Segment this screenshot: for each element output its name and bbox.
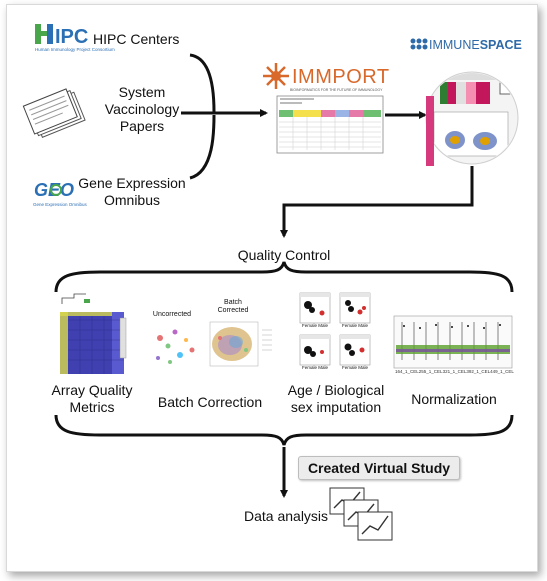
immport-logo: IMMPORT BIOINFORMATICS FOR THE FUTURE OF…	[263, 63, 390, 92]
array-quality-line-1: Array Quality	[51, 382, 133, 398]
batch-corrected-line-2: Corrected	[217, 307, 249, 315]
immport-spreadsheet	[276, 95, 384, 154]
norm-tick-2: 255_1_CEL	[418, 369, 443, 374]
hipc-logo: IPC Human Immunology Project Consortium	[35, 24, 115, 52]
norm-tick-5: 449_1_CEL	[490, 369, 514, 374]
normalization-label: Normalization	[411, 391, 497, 407]
immport-logo-text: IMMPORT	[292, 66, 390, 88]
qc-bottom-brace	[54, 414, 514, 446]
data-analysis-label: Data analysis	[244, 508, 329, 524]
sex-panel-4	[339, 334, 371, 366]
qc-top-brace	[54, 261, 514, 293]
batch-corrected-label: Batch Corrected	[208, 299, 258, 316]
geo-label-line-1: Gene Expression	[78, 175, 186, 191]
sex-panel-3	[299, 334, 331, 366]
geo-logo-subtitle: Gene Expression Omnibus	[33, 202, 88, 207]
immunespace-to-qc-arrow	[280, 166, 474, 238]
sex-panel-2	[339, 292, 371, 324]
hipc-logo-subtitle: Human Immunology Project Consortium	[35, 47, 115, 52]
batch-correction-label: Batch Correction	[157, 394, 263, 410]
quality-control-label: Quality Control	[237, 247, 331, 263]
norm-tick-4: 392_1_CEL	[466, 369, 491, 374]
papers-label: System Vaccinology Papers	[92, 84, 192, 134]
array-quality-label: Array Quality Metrics	[44, 382, 140, 416]
papers-label-line-3: Papers	[119, 117, 165, 134]
normalization-plot	[393, 315, 513, 369]
normalization-tick-labels: 164_1_CEL 255_1_CEL 321_1_CEL 392_1_CEL …	[395, 369, 514, 374]
source-merge-arrows	[181, 53, 268, 180]
norm-tick-1: 164_1_CEL	[395, 369, 419, 374]
papers-label-line-1: System	[118, 84, 166, 100]
hipc-logo-text: IPC	[55, 26, 88, 48]
papers-icon	[22, 88, 86, 138]
sex-axis-label-1: Female Male	[302, 323, 329, 328]
batch-corrected-plot	[209, 321, 272, 367]
immunespace-logo-text: IMMUNESPACE	[429, 38, 522, 52]
age-sex-line-2: sex imputation	[290, 398, 382, 415]
papers-label-line-2: Vaccinology	[104, 100, 180, 117]
batch-uncorrected-label: Uncorrected	[152, 311, 192, 318]
data-analysis-charts-icon	[329, 487, 393, 541]
sex-imputation-plots	[299, 292, 371, 366]
immunespace-screenshot	[425, 71, 519, 166]
sex-panel-1	[299, 292, 331, 324]
batch-corrected-line-1: Batch	[224, 299, 242, 306]
sex-axis-label-4: Female Male	[342, 365, 369, 370]
sex-axis-label-2: Female Male	[342, 323, 369, 328]
immunespace-logo: IMMUNESPACE	[410, 38, 522, 52]
created-virtual-study-badge: Created Virtual Study	[298, 456, 460, 480]
geo-logo-text: GEO	[34, 180, 74, 200]
geo-label-line-2: Omnibus	[103, 191, 161, 208]
array-quality-line-2: Metrics	[69, 398, 115, 415]
age-sex-label: Age / Biological sex imputation	[277, 382, 395, 416]
geo-logo: GEO Gene Expression Omnibus	[33, 180, 88, 207]
analysis-chart-front	[357, 511, 393, 541]
age-sex-line-1: Age / Biological	[287, 382, 385, 398]
array-quality-heatmap	[60, 293, 127, 374]
sex-axis-label-3: Female Male	[302, 365, 329, 370]
hipc-centers-label: HIPC Centers	[93, 31, 180, 47]
batch-uncorrected-plot	[156, 329, 195, 364]
immport-tagline: BIOINFORMATICS FOR THE FUTURE OF IMMUNOL…	[290, 88, 383, 92]
geo-label: Gene Expression Omnibus	[73, 175, 191, 209]
norm-tick-3: 321_1_CEL	[442, 369, 467, 374]
